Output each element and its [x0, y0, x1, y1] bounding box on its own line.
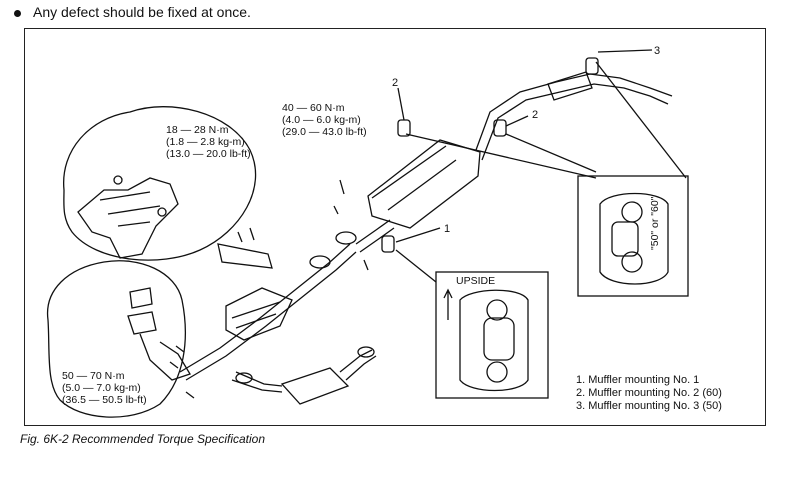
torque-lower-line-1: 50 — 70 N·m: [62, 370, 125, 382]
figure-caption: Fig. 6K-2 Recommended Torque Specificati…: [20, 432, 266, 446]
torque-lower-line-2: (5.0 — 7.0 kg-m): [62, 382, 141, 394]
catalytic-converter: [225, 287, 293, 341]
parts-legend: 1. Muffler mounting No. 1 2. Muffler mou…: [576, 374, 722, 413]
torque-lower: 50 — 70 N·m (5.0 — 7.0 kg-m) (36.5 — 50.…: [62, 370, 147, 406]
torque-center: 40 — 60 N·m (4.0 — 6.0 kg-m) (29.0 — 43.…: [282, 102, 367, 138]
downpipe-flange: [127, 287, 157, 335]
exhaust-manifold: [77, 177, 179, 259]
mount-marking-label: "50" or "60": [649, 196, 661, 250]
bullet-icon: [14, 9, 21, 17]
torque-lower-line-3: (36.5 — 50.5 lb-ft): [62, 394, 147, 406]
torque-center-line-3: (29.0 — 43.0 lb-ft): [282, 126, 367, 138]
callout-3: 3: [654, 45, 660, 57]
front-pipe: [179, 243, 351, 373]
upside-label: UPSIDE: [456, 275, 495, 287]
torque-manifold-line-3: (13.0 — 20.0 lb-ft): [166, 148, 251, 160]
downpipe-detail-bubble: [46, 260, 186, 418]
resonator: [547, 71, 593, 101]
torque-manifold-line-2: (1.8 — 2.8 kg-m): [166, 136, 245, 148]
torque-center-line-1: 40 — 60 N·m: [282, 102, 345, 114]
main-muffler: [367, 139, 481, 229]
legend-item-1: 1. Muffler mounting No. 1: [576, 374, 700, 386]
torque-manifold-line-1: 18 — 28 N·m: [166, 124, 229, 136]
notice-text: Any defect should be fixed at once.: [33, 4, 251, 20]
legend-item-2: 2. Muffler mounting No. 2 (60): [576, 387, 722, 399]
rubber-mount-detail: [577, 175, 689, 297]
torque-manifold: 18 — 28 N·m (1.8 — 2.8 kg-m) (13.0 — 20.…: [166, 124, 251, 160]
lower-muffler: [280, 367, 350, 405]
callout-2a: 2: [392, 77, 398, 89]
torque-center-line-2: (4.0 — 6.0 kg-m): [282, 114, 361, 126]
legend-item-3: 3. Muffler mounting No. 3 (50): [576, 400, 722, 412]
figure-frame: [24, 28, 766, 426]
notice-line: Any defect should be fixed at once.: [14, 4, 251, 20]
upside-mount-detail: [435, 271, 549, 399]
callout-2b: 2: [532, 109, 538, 121]
heat-shield: [217, 243, 273, 269]
tail-pipe: [475, 73, 673, 151]
callout-1: 1: [444, 223, 450, 235]
manifold-detail-bubble: [63, 106, 257, 261]
